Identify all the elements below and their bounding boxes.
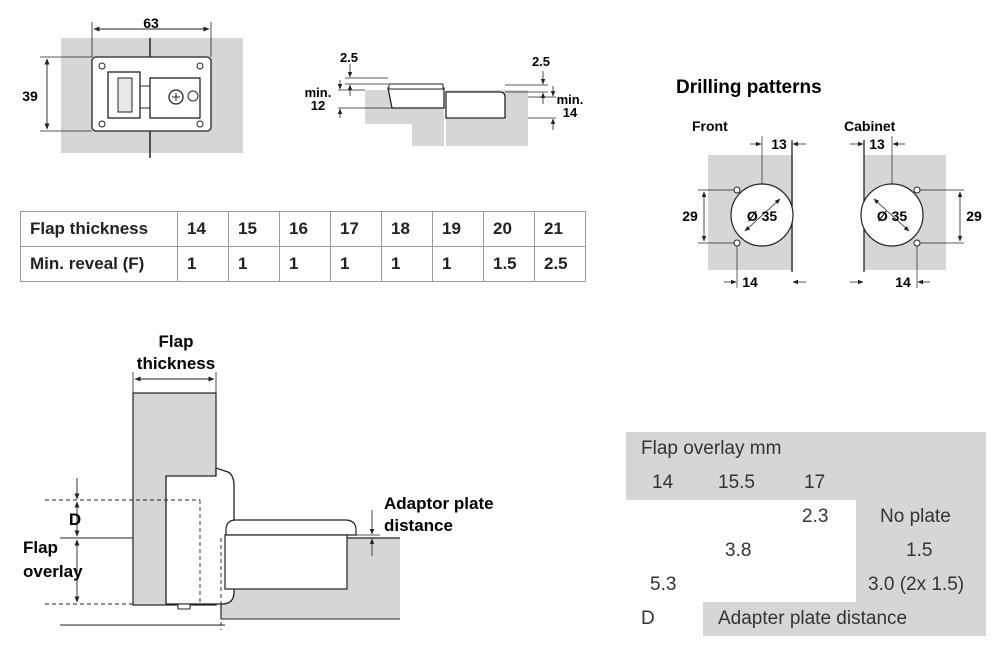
overlay-header: 14 bbox=[652, 472, 674, 493]
table-cell: 19 bbox=[432, 211, 484, 247]
overlay-table: Flap overlay mm 14 15.5 17 2.3 No plate … bbox=[626, 432, 986, 636]
table-cell: 1 bbox=[177, 246, 229, 282]
overlay-header: 17 bbox=[804, 472, 826, 493]
table-row: Flap thickness 14 15 16 17 18 19 20 21 bbox=[20, 211, 586, 247]
overlay-title-row: Flap overlay mm bbox=[626, 432, 986, 466]
table-row: Min. reveal (F) 1 1 1 1 1 1 1.5 2.5 bbox=[20, 246, 586, 282]
plate-cell: No plate bbox=[880, 506, 951, 527]
flap-overlay-label-2: overlay bbox=[23, 562, 83, 581]
cabinet-drilling-pattern bbox=[850, 136, 964, 288]
dim-right-min-value: 14 bbox=[563, 105, 578, 120]
overlay-footer-row: D Adapter plate distance bbox=[626, 602, 986, 636]
footer-label: Adapter plate distance bbox=[718, 608, 908, 629]
front-dim-top: 13 bbox=[771, 136, 787, 152]
table-cell: 1 bbox=[279, 246, 331, 282]
table-cell: 18 bbox=[381, 211, 433, 247]
front-diameter: Ø 35 bbox=[747, 208, 778, 224]
plate-cell: 1.5 bbox=[906, 540, 933, 561]
flap-thickness-label-1: Flap bbox=[159, 332, 194, 351]
row-header-flap-thickness: Flap thickness bbox=[20, 211, 178, 247]
plate-cell: 3.0 (2x 1.5) bbox=[868, 574, 965, 595]
table-row: 5.3 3.0 (2x 1.5) bbox=[626, 568, 986, 602]
dim-width: 63 bbox=[143, 15, 159, 31]
adaptor-label-2: distance bbox=[384, 516, 453, 535]
overlay-title: Flap overlay mm bbox=[641, 438, 782, 459]
table-cell: 14 bbox=[177, 211, 229, 247]
footer-key: D bbox=[641, 608, 655, 629]
front-label: Front bbox=[692, 118, 728, 134]
cabinet-dim-top: 13 bbox=[869, 136, 885, 152]
adaptor-label-1: Adaptor plate bbox=[384, 494, 494, 513]
dim-left-min-value: 12 bbox=[311, 98, 325, 113]
dim-left-top: 2.5 bbox=[340, 50, 358, 65]
dim-left-min: min. bbox=[305, 85, 332, 100]
front-drilling-pattern bbox=[698, 136, 806, 288]
table-cell: 17 bbox=[330, 211, 382, 247]
table-cell: 16 bbox=[279, 211, 331, 247]
row-header-min-reveal: Min. reveal (F) bbox=[20, 246, 178, 282]
table-row: 2.3 No plate bbox=[626, 500, 986, 534]
table-cell: 15 bbox=[228, 211, 280, 247]
cabinet-dim-right: 29 bbox=[966, 208, 982, 224]
overlay-header-row: 14 15.5 17 bbox=[626, 466, 986, 500]
flap-thickness-label-2: thickness bbox=[137, 354, 215, 373]
table-cell: 1.5 bbox=[483, 246, 535, 282]
cabinet-dim-bottom: 14 bbox=[895, 274, 911, 290]
cabinet-diameter: Ø 35 bbox=[877, 208, 908, 224]
table-cell: 5.3 bbox=[650, 574, 677, 595]
front-dim-left: 29 bbox=[682, 208, 698, 224]
table-cell: 2.3 bbox=[802, 506, 829, 527]
table-cell: 21 bbox=[534, 211, 586, 247]
drilling-title: Drilling patterns bbox=[676, 77, 822, 98]
table-row: 3.8 1.5 bbox=[626, 534, 986, 568]
dim-height: 39 bbox=[22, 88, 38, 104]
table-cell: 20 bbox=[483, 211, 535, 247]
table-cell: 1 bbox=[381, 246, 433, 282]
hinge-plan-view bbox=[40, 22, 243, 158]
reveal-table: Flap thickness 14 15 16 17 18 19 20 21 M… bbox=[20, 211, 586, 282]
dim-right-min: min. bbox=[557, 92, 584, 107]
overlay-header: 15.5 bbox=[718, 472, 755, 493]
front-dim-bottom: 14 bbox=[742, 274, 758, 290]
cabinet-label: Cabinet bbox=[844, 118, 896, 134]
table-cell: 1 bbox=[228, 246, 280, 282]
hinge-side-view bbox=[337, 64, 556, 146]
table-cell: 1 bbox=[432, 246, 484, 282]
table-cell: 3.8 bbox=[725, 540, 752, 561]
dim-right-top: 2.5 bbox=[532, 54, 550, 69]
hinge-section-view bbox=[45, 372, 400, 630]
table-cell: 2.5 bbox=[534, 246, 586, 282]
d-label: D bbox=[69, 510, 81, 529]
table-cell: 1 bbox=[330, 246, 382, 282]
flap-overlay-label-1: Flap bbox=[23, 538, 58, 557]
